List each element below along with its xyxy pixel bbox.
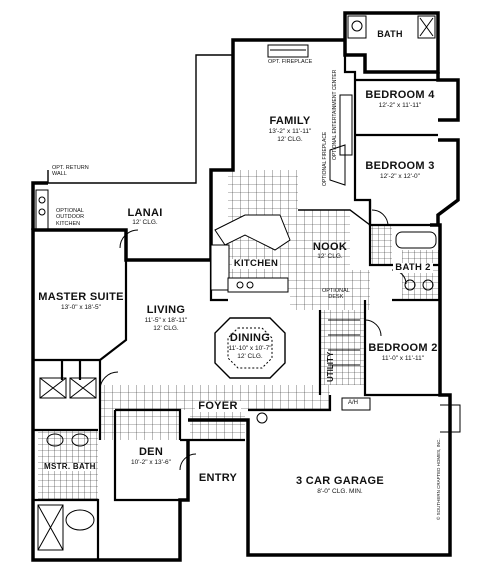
return-wall-note: OPT. RETURN WALL <box>52 165 89 178</box>
garage-label: 3 CAR GARAGE 8'-0" CLG. MIN. <box>290 476 390 496</box>
family-dims: 13'-2" x 11'-11" <box>268 128 312 135</box>
nook-bay <box>298 209 371 226</box>
msbath-label: MSTR. BATH <box>44 462 96 471</box>
nook-label: NOOK 12' CLG. <box>308 242 352 261</box>
bedroom3-name: BEDROOM 3 <box>365 160 435 172</box>
foyer-label: FOYER <box>195 401 241 412</box>
bedroom4-dims: 12'-2" x 11'-11" <box>378 102 422 109</box>
opt-fireplace-side-note: OPTIONAL FIREPLACE <box>322 131 328 186</box>
master-label: MASTER SUITE 13'-0" x 18'-5" <box>36 292 126 312</box>
utility-label: UTILITY <box>326 351 335 382</box>
living-clg: 12' CLG. <box>153 324 179 332</box>
return-wall-line1: OPT. RETURN <box>52 165 89 171</box>
entry-label: ENTRY <box>196 473 240 484</box>
exterior-walls <box>31 11 460 562</box>
bath2-label: BATH 2 <box>393 263 433 273</box>
outdoor-kitchen-line3: KITCHEN <box>56 220 81 227</box>
bath2-name: BATH 2 <box>395 262 431 273</box>
den-name: DEN <box>138 446 164 458</box>
master-name: MASTER SUITE <box>38 291 124 303</box>
copyright-note: © SOUTHERN CRAFTED HOMES, INC. <box>436 438 441 520</box>
entertainment-note: OPTIONAL ENTERTAINMENT CENTER <box>332 69 338 160</box>
bedroom3-dims: 12'-2" x 12'-0" <box>380 173 420 180</box>
return-wall-line2: WALL <box>52 171 67 178</box>
lanai-clg: 12' CLG. <box>132 219 158 226</box>
bedroom2-name: BEDROOM 2 <box>368 342 438 354</box>
nook-clg: 12' CLG. <box>317 253 343 260</box>
garage-dims: 8'-0" CLG. MIN. <box>317 488 363 495</box>
opt-fireplace-note: OPT. FIREPLACE <box>268 59 313 65</box>
kitchen-label: KITCHEN <box>232 259 280 269</box>
bath-top-name: BATH <box>377 29 403 39</box>
desk-line1: OPTIONAL <box>322 288 350 294</box>
living-name: LIVING <box>146 304 186 316</box>
lanai-roof-line <box>47 54 233 184</box>
master-dims: 13'-0" x 18'-5" <box>61 304 101 311</box>
lanai-label: LANAI 12' CLG. <box>120 208 170 227</box>
nook-name: NOOK <box>312 241 348 253</box>
garage-name: 3 CAR GARAGE <box>296 475 384 487</box>
outdoor-kitchen-line1: OPTIONAL <box>56 208 84 214</box>
outdoor-kitchen-line2: OUTDOOR <box>56 214 85 221</box>
foyer-name: FOYER <box>198 400 238 412</box>
interior-walls <box>33 55 440 560</box>
bedroom4-name: BEDROOM 4 <box>365 89 435 101</box>
bedroom2-dims: 11'-0" x 11'-11" <box>381 355 425 362</box>
bedroom3-label: BEDROOM 3 12'-2" x 12'-0" <box>365 161 435 181</box>
dining-dims: 11'-10" x 10'-7" <box>228 345 272 352</box>
living-dims: 11'-5" x 18'-11" <box>144 317 188 324</box>
living-label: LIVING 11'-5" x 18'-11" 12' CLG. <box>136 305 196 332</box>
desk-line2: DESK <box>328 294 344 301</box>
bedroom4-label: BEDROOM 4 12'-2" x 11'-11" <box>365 90 435 110</box>
dining-label: DINING 11'-10" x 10'-7" 12' CLG. <box>220 333 280 360</box>
lanai-name: LANAI <box>127 207 163 219</box>
desk-note: OPTIONAL DESK <box>322 288 350 301</box>
family-name: FAMILY <box>269 115 311 127</box>
bedroom2-label: BEDROOM 2 11'-0" x 11'-11" <box>368 343 438 363</box>
outdoor-kitchen-note: OPTIONAL OUTDOOR KITCHEN <box>56 208 84 227</box>
fixtures <box>35 15 461 557</box>
dining-name: DINING <box>229 332 271 344</box>
family-label: FAMILY 13'-2" x 11'-11" 12' CLG. <box>250 116 330 143</box>
family-clg: 12' CLG. <box>277 135 303 143</box>
bath-top-label: BATH <box>372 30 408 39</box>
den-label: DEN 10'-2" x 13'-6" <box>124 447 178 467</box>
ah-note: A/H <box>348 400 359 406</box>
kitchen-name: KITCHEN <box>233 258 279 269</box>
entry-name: ENTRY <box>198 472 238 484</box>
den-dims: 10'-2" x 13'-6" <box>131 459 171 466</box>
msbath-name: MSTR. BATH <box>44 462 96 471</box>
dining-clg: 12' CLG. <box>237 352 263 360</box>
